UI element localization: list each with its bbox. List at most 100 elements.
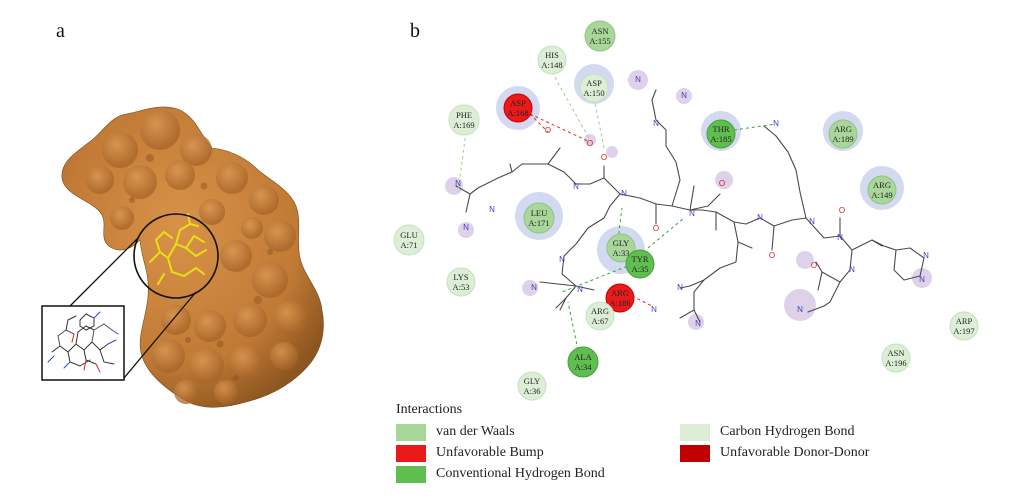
chbond-his148 (551, 71, 591, 141)
residue-arg149: ARG A:149 (867, 175, 897, 205)
residue-arg67: ARG A:67 (585, 301, 615, 331)
zoom-line-bottom (123, 291, 197, 379)
atom-n: N (489, 205, 495, 214)
svg-text:A:171: A:171 (528, 218, 549, 228)
residue-ala34: ALA A:34 (567, 346, 599, 378)
svg-text:HIS: HIS (545, 50, 559, 60)
legend-swatch (680, 423, 710, 441)
hbond-asp168-b (529, 113, 549, 133)
atom-o: O (769, 251, 775, 260)
atom-o: O (587, 139, 593, 148)
svg-text:ARG: ARG (834, 124, 852, 134)
svg-text:A:185: A:185 (710, 134, 731, 144)
legend-item-bump: Unfavorable Bump (396, 443, 544, 463)
residues: ASN A:155 HIS A:148 ASP A:150 ASP A:168 … (393, 20, 979, 401)
svg-text:GLY: GLY (524, 376, 541, 386)
residue-phe169: PHE A:169 (448, 104, 480, 136)
svg-text:A:53: A:53 (453, 282, 470, 292)
hbond-tyr35 (647, 217, 685, 249)
svg-text:A:67: A:67 (592, 316, 609, 326)
chbond-phe169 (457, 131, 467, 193)
atom-o: O (811, 261, 817, 270)
atom-n: N (849, 265, 855, 274)
atom-n: N (651, 305, 657, 314)
chbond-asp150 (593, 97, 605, 149)
svg-text:TYR: TYR (632, 254, 649, 264)
residue-arg189: ARG A:189 (828, 119, 858, 149)
svg-text:A:196: A:196 (885, 358, 906, 368)
svg-text:ASP: ASP (510, 98, 526, 108)
svg-text:A:148: A:148 (541, 60, 562, 70)
legend-item-carbon-hbond: Carbon Hydrogen Bond (680, 422, 855, 442)
ligand-sticks (149, 213, 207, 285)
residue-gly36: GLY A:36 (517, 371, 547, 401)
atom-n: N (809, 217, 815, 226)
atom-n: N (577, 285, 583, 294)
atom-n: N (797, 305, 803, 314)
atom-o: O (601, 153, 607, 162)
residue-arg186: ARG A:186 (605, 283, 635, 313)
interaction-lines (457, 71, 777, 351)
residue-asp168: ASP A:168 (503, 93, 533, 123)
svg-text:ARG: ARG (611, 288, 629, 298)
atom-labels: N N N N O O O N O N N N N O N N O O N N … (455, 75, 929, 328)
svg-text:A:150: A:150 (583, 88, 604, 98)
legend-item-donor-donor: Unfavorable Donor-Donor (680, 443, 869, 463)
atom-n: N (463, 223, 469, 232)
atom-n: N (689, 209, 695, 218)
svg-text:A:186: A:186 (609, 298, 630, 308)
atom-n: N (837, 233, 843, 242)
hbond-thr185 (733, 123, 777, 131)
atom-n: N (923, 251, 929, 260)
legend-title: Interactions (396, 402, 463, 417)
protein-surface-panel (41, 106, 324, 408)
surface-dimples (129, 154, 273, 381)
svg-text:ALA: ALA (574, 352, 592, 362)
svg-text:ARG: ARG (873, 180, 891, 190)
residue-asn196: ASN A:196 (881, 343, 911, 373)
legend-label: van der Waals (436, 424, 515, 439)
residue-lys53: LYS A:53 (446, 267, 476, 297)
hbond-asp168 (529, 113, 591, 143)
ligand-inset-structure (47, 311, 119, 373)
surface-bumps (86, 110, 307, 404)
residue-tyr35: TYR A:35 (625, 249, 655, 279)
svg-text:GLU: GLU (400, 230, 417, 240)
atom-o: O (839, 206, 845, 215)
svg-text:A:34: A:34 (575, 362, 593, 372)
atom-n: N (773, 119, 779, 128)
legend-label: Unfavorable Donor-Donor (720, 445, 870, 460)
atom-n: N (531, 283, 537, 292)
atom-o: O (719, 179, 725, 188)
ligand-skeleton (455, 89, 925, 323)
svg-text:ASP: ASP (586, 78, 602, 88)
hbond-gly33 (617, 207, 623, 241)
atom-n: N (757, 213, 763, 222)
atom-n: N (559, 255, 565, 264)
atom-n: N (681, 91, 687, 100)
svg-text:A:33: A:33 (613, 248, 630, 258)
legend-swatch (396, 423, 426, 441)
svg-text:LYS: LYS (453, 272, 468, 282)
svg-text:A:169: A:169 (453, 120, 474, 130)
atom-n: N (695, 319, 701, 328)
hbond-tyr35-b (561, 261, 639, 293)
residue-asn155: ASN A:155 (584, 20, 616, 52)
panel-label-b: b (410, 20, 420, 42)
atom-o: O (545, 126, 551, 135)
residue-gly33: GLY A:33 (606, 233, 636, 263)
legend-label: Conventional Hydrogen Bond (436, 466, 605, 481)
svg-text:A:168: A:168 (507, 108, 528, 118)
svg-text:A:155: A:155 (589, 36, 610, 46)
residue-thr185: THR A:185 (706, 119, 736, 149)
bump-arg186 (631, 295, 653, 307)
residue-leu171: LEU A:171 (523, 202, 555, 234)
svg-text:THR: THR (713, 124, 730, 134)
residue-asp150: ASP A:150 (579, 73, 609, 103)
residue-arp197: ARP A:197 (949, 311, 979, 341)
interaction-legend: Interactions van der Waals Unfavorable B… (396, 400, 956, 492)
atom-n: N (455, 179, 461, 188)
atom-n: N (677, 283, 683, 292)
svg-text:A:71: A:71 (401, 240, 418, 250)
